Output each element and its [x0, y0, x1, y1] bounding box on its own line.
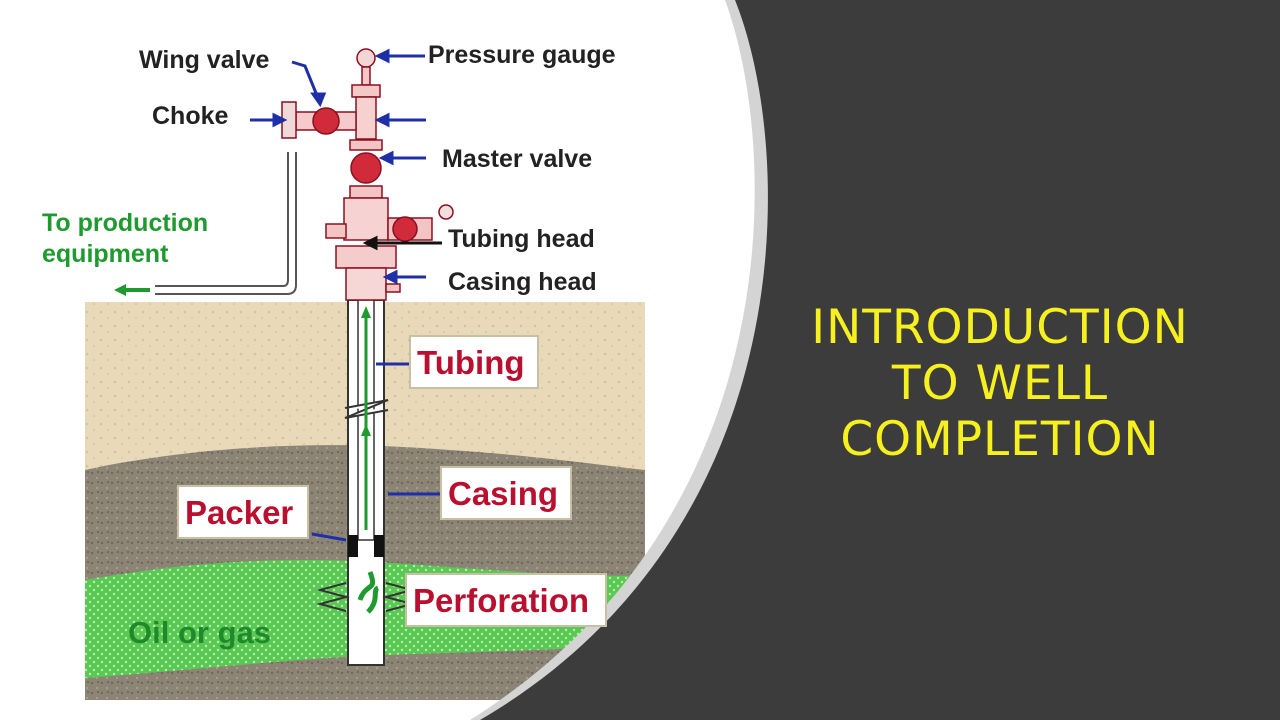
label-to-production: To production: [42, 209, 208, 237]
label-wing-valve: Wing valve: [139, 46, 269, 74]
label-tubing: Tubing: [417, 344, 525, 381]
label-pressure-gauge: Pressure gauge: [428, 41, 616, 69]
label-perforation: Perforation: [413, 582, 589, 619]
pointer-arrows: [250, 48, 445, 542]
label-tubing-head: Tubing head: [448, 225, 595, 253]
flow-arrow-up: [361, 424, 371, 436]
wellhead: [281, 48, 454, 301]
flow-arrow-up: [361, 306, 371, 318]
label-casing: Casing: [448, 475, 558, 512]
tubing-head-valve-icon: [392, 216, 418, 242]
packer-label-box: [177, 485, 309, 539]
label-packer: Packer: [185, 494, 293, 531]
label-equipment: equipment: [42, 240, 169, 268]
label-casing-head: Casing head: [448, 268, 597, 296]
title-line-1: INTRODUCTION: [811, 300, 1189, 355]
to-production-arrowhead: [114, 284, 126, 296]
title-line-3: COMPLETION: [840, 412, 1160, 467]
label-master-valve: Master valve: [442, 145, 592, 173]
perforation-coils: [316, 582, 416, 612]
label-oil-or-gas: Oil or gas: [128, 615, 271, 650]
perforation-label-box: [405, 573, 607, 627]
label-choke: Choke: [152, 102, 229, 130]
slide-title: INTRODUCTION TO WELL COMPLETION: [760, 300, 1240, 468]
wing-valve-icon: [312, 107, 340, 135]
tubing-label-box: [409, 335, 539, 389]
packer-right: [374, 535, 384, 557]
casing-label-box: [440, 466, 572, 520]
title-line-2: TO WELL: [891, 356, 1109, 411]
master-valve-icon: [350, 152, 382, 184]
production-line: [155, 152, 297, 295]
perforation-flow: [357, 571, 380, 614]
tubing-head-gauge-icon: [438, 204, 454, 220]
packer-left: [348, 535, 358, 557]
pressure-gauge-icon: [356, 48, 376, 68]
